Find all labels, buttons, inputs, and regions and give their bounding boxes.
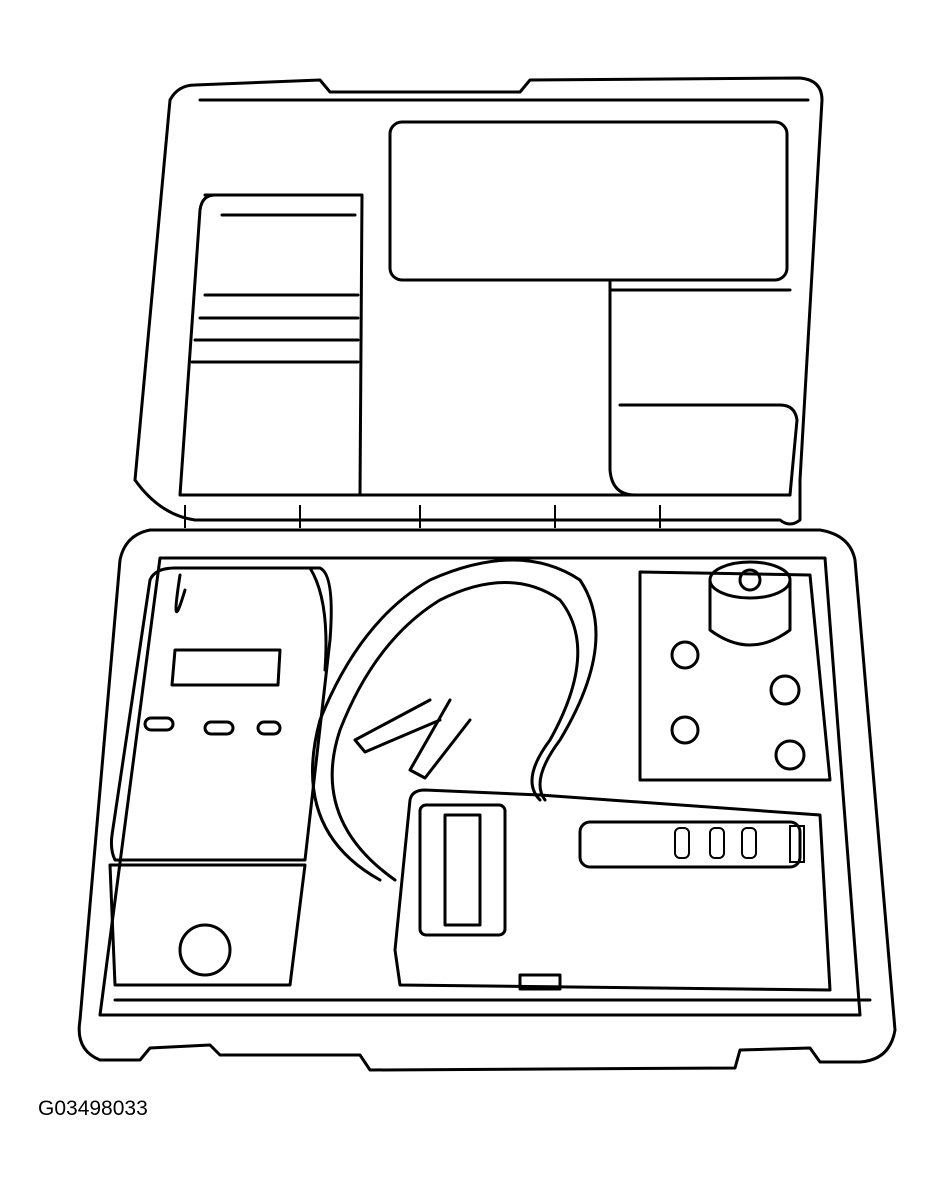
accessory-tray [638, 560, 832, 782]
battery-tester-unit [393, 788, 832, 992]
case-lid [133, 76, 824, 528]
battery-clamp-cables [311, 558, 598, 882]
figure-id-label: G03498033 [38, 1097, 148, 1120]
printer-unit [108, 566, 333, 987]
case-base [77, 528, 897, 1072]
